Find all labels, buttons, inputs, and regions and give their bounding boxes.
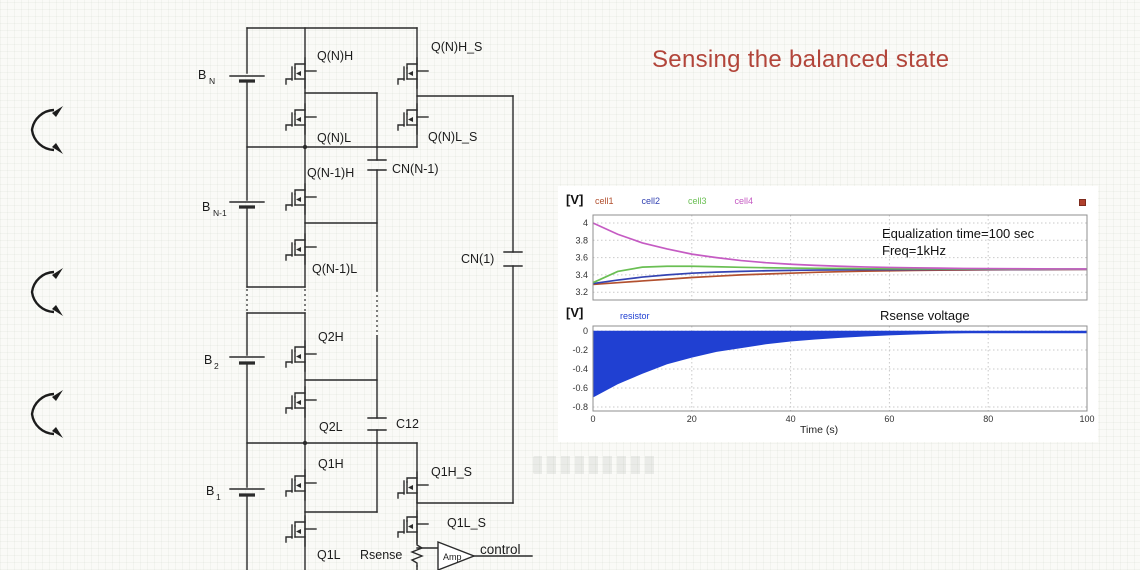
y-tick-label: 3.2 bbox=[575, 287, 588, 297]
label-qnhs: Q(N)H_S bbox=[431, 40, 482, 54]
record-indicator-icon bbox=[1079, 199, 1086, 206]
rsense-chart-title: Rsense voltage bbox=[880, 308, 970, 323]
label-qnls: Q(N)L_S bbox=[428, 130, 477, 144]
label-cnn1: CN(N-1) bbox=[392, 162, 439, 176]
label-battery-b2: B bbox=[204, 353, 212, 367]
page-title: Sensing the balanced state bbox=[652, 46, 950, 73]
label-qnl: Q(N)L bbox=[317, 131, 351, 145]
watermark bbox=[533, 456, 659, 474]
y-tick-label: -0.8 bbox=[572, 402, 588, 412]
x-tick-label: 80 bbox=[983, 414, 993, 424]
sense-node-wires bbox=[416, 95, 514, 504]
label-q2l: Q2L bbox=[319, 420, 343, 434]
capacitor-c12 bbox=[367, 417, 387, 431]
mosfet-qnh-s bbox=[397, 57, 429, 89]
label-q1h: Q1H bbox=[318, 457, 344, 471]
y-tick-label: 3.4 bbox=[575, 270, 588, 280]
label-battery-b2-sub: 2 bbox=[214, 361, 219, 371]
cell-chart-legend: cell1 cell2 cell3 cell4 bbox=[595, 196, 753, 206]
x-axis-title: Time (s) bbox=[800, 424, 839, 436]
label-qn1h: Q(N-1)H bbox=[307, 166, 354, 180]
label-rsense: Rsense bbox=[360, 548, 402, 562]
label-c12: C12 bbox=[396, 417, 419, 431]
junction-dot bbox=[302, 440, 308, 446]
y-tick-label: -0.2 bbox=[572, 345, 588, 355]
label-battery-bn1-sub: N-1 bbox=[213, 208, 227, 218]
y-tick-label: -0.6 bbox=[572, 383, 588, 393]
label-cn1: CN(1) bbox=[461, 252, 494, 266]
legend-item-cell2: cell2 bbox=[641, 196, 661, 206]
rsense-chart-legend: resistor bbox=[620, 311, 650, 321]
rsense-envelope-fill bbox=[593, 331, 1087, 398]
label-qn1l: Q(N-1)L bbox=[312, 262, 357, 276]
y-tick-label: 0 bbox=[583, 326, 588, 336]
rsense-resistor bbox=[410, 542, 424, 567]
label-q2h: Q2H bbox=[318, 330, 344, 344]
x-tick-label: 100 bbox=[1079, 414, 1094, 424]
y-tick-label: 3.8 bbox=[575, 235, 588, 245]
x-tick-label: 0 bbox=[590, 414, 595, 424]
x-tick-label: 40 bbox=[786, 414, 796, 424]
x-tick-label: 20 bbox=[687, 414, 697, 424]
x-tick-label: 60 bbox=[884, 414, 894, 424]
label-battery-b1-sub: 1 bbox=[216, 492, 221, 502]
mosfet-q1l-s bbox=[397, 510, 429, 542]
capacitor-cn1 bbox=[503, 251, 523, 267]
curve-cell4 bbox=[592, 222, 1088, 270]
mosfet-q1h bbox=[285, 469, 317, 501]
mosfet-qnl-s bbox=[397, 103, 429, 135]
battery-plates-long bbox=[229, 75, 265, 490]
y-tick-label: 3.6 bbox=[575, 253, 588, 263]
mosfet-qnh bbox=[285, 57, 317, 89]
repeat-arrow-icon bbox=[30, 266, 65, 318]
label-battery-b1: B bbox=[206, 484, 214, 498]
cell-chart-y-unit: [V] bbox=[566, 192, 584, 207]
label-q1ls: Q1L_S bbox=[447, 516, 486, 530]
junction-dot bbox=[302, 144, 308, 150]
mosfet-q2h bbox=[285, 340, 317, 372]
label-control: control bbox=[480, 542, 521, 557]
capacitor-cnn1 bbox=[367, 159, 387, 171]
legend-item-cell4: cell4 bbox=[734, 196, 754, 206]
amp-triangle bbox=[437, 540, 476, 570]
label-q1hs: Q1H_S bbox=[431, 465, 472, 479]
annotation-equalization-time: Equalization time=100 sec bbox=[882, 226, 1035, 241]
y-tick-label: 4 bbox=[583, 218, 588, 228]
mosfet-q2l bbox=[285, 386, 317, 418]
label-battery-bn: B bbox=[198, 68, 206, 82]
battery-plates-short bbox=[239, 79, 255, 497]
legend-item-cell3: cell3 bbox=[688, 196, 707, 206]
mosfet-q1l bbox=[285, 515, 317, 547]
repeat-arrow-icon bbox=[30, 388, 65, 440]
repeat-arrow-icon bbox=[30, 104, 65, 156]
y-tick-label: -0.4 bbox=[572, 364, 588, 374]
label-battery-bn-sub: N bbox=[209, 76, 215, 86]
rsense-plot-border bbox=[592, 325, 1088, 412]
label-amp: Amp bbox=[443, 552, 462, 562]
mosfet-qn1l bbox=[285, 233, 317, 265]
label-qnh: Q(N)H bbox=[317, 49, 353, 63]
legend-item-cell1: cell1 bbox=[595, 196, 614, 206]
cell-plot-border bbox=[592, 214, 1088, 301]
rsense-chart-y-unit: [V] bbox=[566, 305, 584, 320]
mosfet-q1h-s bbox=[397, 471, 429, 503]
mosfet-qnl bbox=[285, 103, 317, 135]
continuation-dots bbox=[246, 289, 378, 336]
label-battery-bn1: B bbox=[202, 200, 210, 214]
mosfet-qn1h bbox=[285, 183, 317, 215]
cell-plot-bg bbox=[593, 215, 1087, 300]
mid-node-wires bbox=[304, 92, 378, 513]
annotation-frequency: Freq=1kHz bbox=[882, 243, 946, 258]
label-q1l: Q1L bbox=[317, 548, 341, 562]
